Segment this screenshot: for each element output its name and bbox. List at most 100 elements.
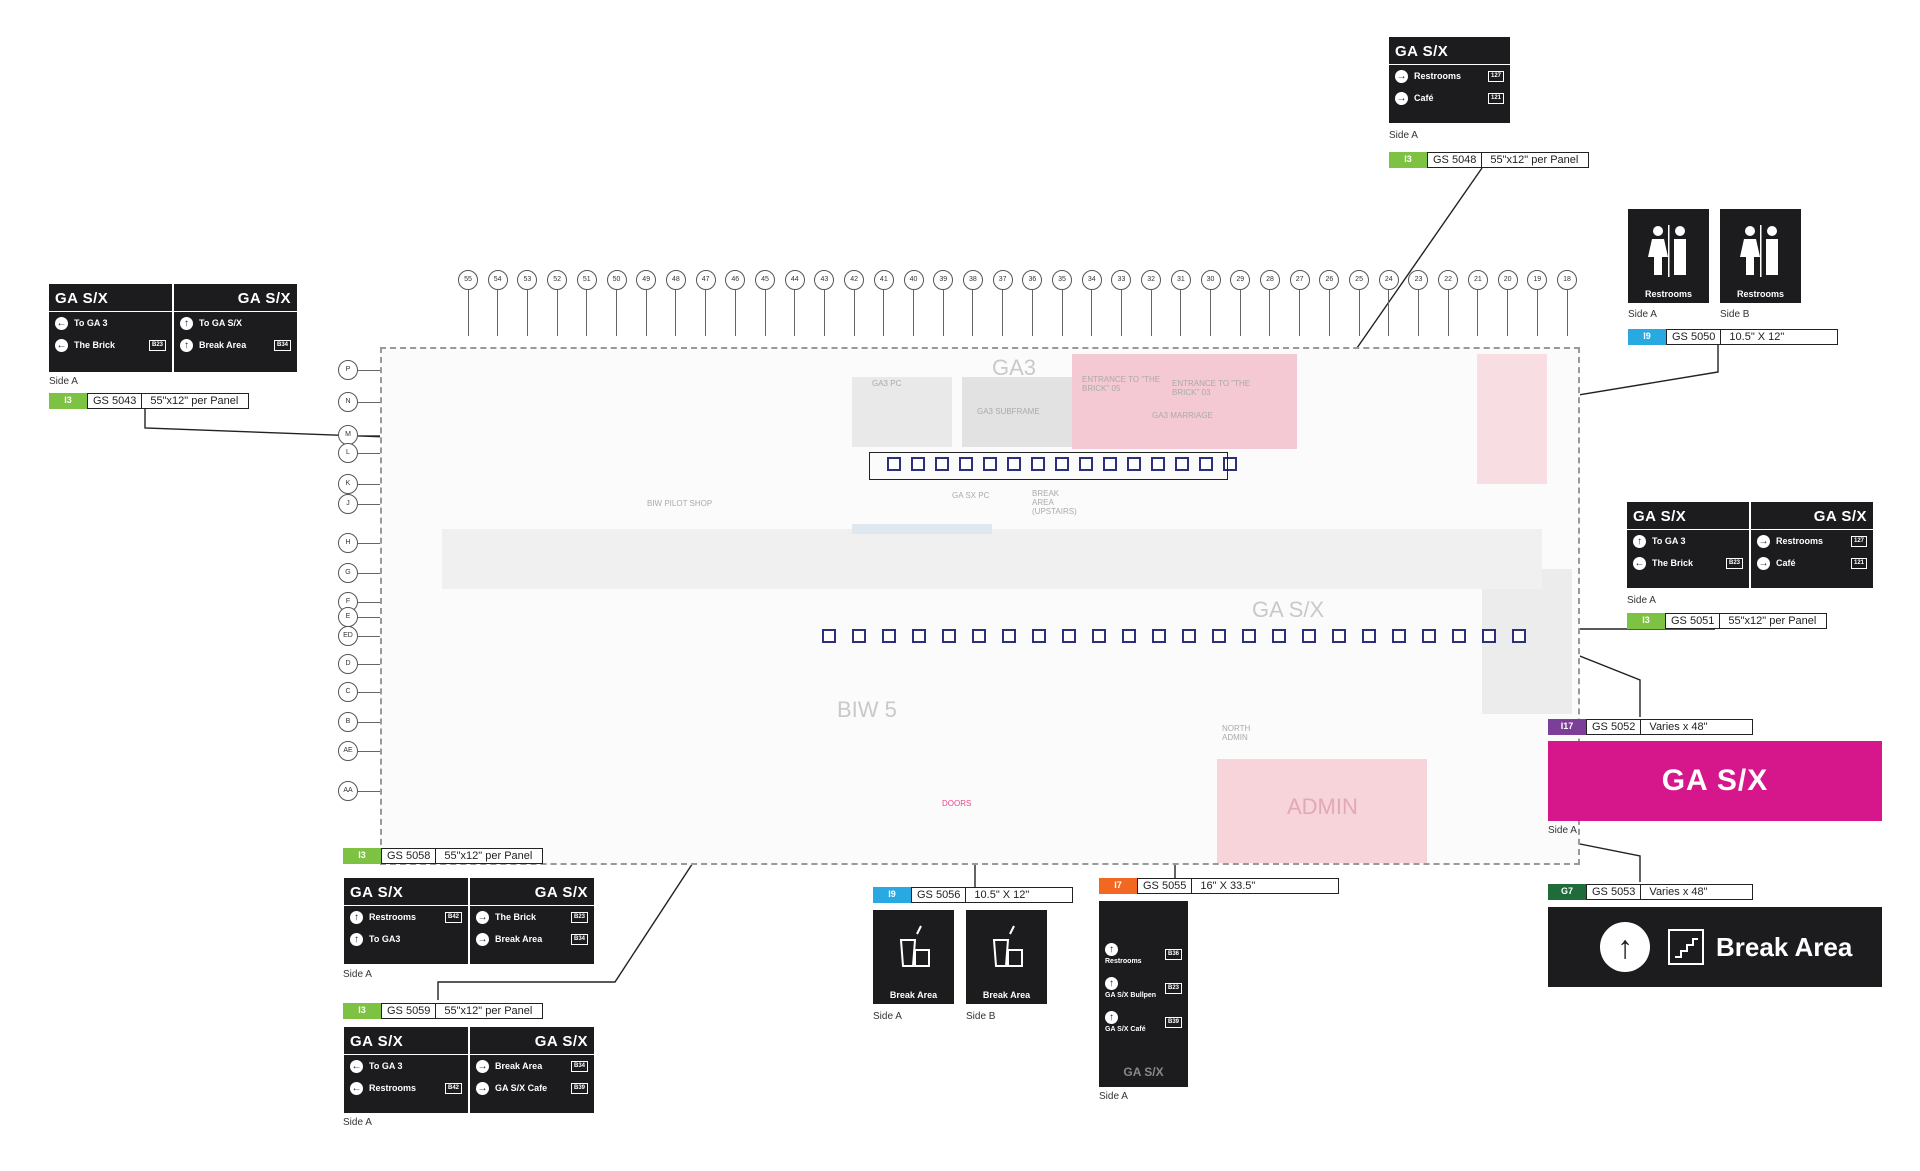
column-marker-stem [1120, 290, 1122, 336]
sign-location-marker[interactable] [1092, 629, 1106, 643]
sign-gs5056-side-b[interactable]: Break Area [966, 910, 1047, 1004]
sign-location-marker[interactable] [1032, 629, 1046, 643]
tag-gs5058[interactable]: I3 GS 5058 55"x12" per Panel [343, 848, 544, 864]
sign-size: Varies x 48" [1641, 884, 1754, 900]
sign-id: GS 5055 [1137, 878, 1193, 894]
tag-gs5056[interactable]: I9 GS 5056 10.5" X 12" [873, 887, 1074, 903]
sign-label: Restrooms [1736, 289, 1784, 299]
sign-location-marker[interactable] [942, 629, 956, 643]
sign-location-marker[interactable] [1127, 457, 1141, 471]
sign-location-marker[interactable] [852, 629, 866, 643]
type-code: I3 [1389, 152, 1427, 168]
sign-location-marker[interactable] [1103, 457, 1117, 471]
sign-location-marker[interactable] [1007, 457, 1021, 471]
sign-location-marker[interactable] [1302, 629, 1316, 643]
sign-location-marker[interactable] [1055, 457, 1069, 471]
sign-location-marker[interactable] [1242, 629, 1256, 643]
type-code: I9 [873, 887, 911, 903]
sign-location-marker[interactable] [1362, 629, 1376, 643]
column-marker-36: 36 [1022, 270, 1043, 336]
sign-location-marker[interactable] [959, 457, 973, 471]
sign-location-marker[interactable] [1392, 629, 1406, 643]
room-number: 127 [1487, 70, 1504, 82]
sign-location-marker[interactable] [1482, 629, 1496, 643]
tag-gs5050[interactable]: I9 GS 5050 10.5" X 12" [1628, 329, 1839, 345]
row-marker-stem [358, 483, 384, 485]
tag-gs5048[interactable]: I3 GS 5048 55"x12" per Panel [1389, 152, 1590, 168]
sign-location-marker[interactable] [1422, 629, 1436, 643]
sign-location-marker[interactable] [822, 629, 836, 643]
sign-title: GA S/X [1395, 43, 1449, 60]
sign-location-marker[interactable] [1223, 457, 1237, 471]
sign-location-marker[interactable] [1512, 629, 1526, 643]
sign-location-marker[interactable] [911, 457, 925, 471]
sign-location-marker[interactable] [1122, 629, 1136, 643]
sign-location-marker[interactable] [972, 629, 986, 643]
tag-gs5052[interactable]: I17 GS 5052 Varies x 48" [1548, 719, 1754, 735]
sign-gs5050-side-a[interactable]: Restrooms [1628, 209, 1709, 303]
column-marker-42: 42 [844, 270, 865, 336]
column-marker-23: 23 [1408, 270, 1429, 336]
column-marker-41: 41 [873, 270, 894, 336]
column-marker-label: 19 [1527, 270, 1548, 290]
sign-location-marker[interactable] [1151, 457, 1165, 471]
sign-gs5053[interactable]: ↑ Break Area [1548, 907, 1882, 987]
tag-gs5053[interactable]: G7 GS 5053 Varies x 48" [1548, 884, 1754, 900]
column-marker-stem [1180, 290, 1182, 336]
sign-location-marker[interactable] [1212, 629, 1226, 643]
sign-location-marker[interactable] [882, 629, 896, 643]
column-marker-55: 55 [458, 270, 478, 336]
sign-row-label: The Brick [74, 340, 116, 350]
column-marker-19: 19 [1527, 270, 1548, 336]
tag-gs5059[interactable]: I3 GS 5059 55"x12" per Panel [343, 1003, 544, 1019]
sign-location-marker[interactable] [1452, 629, 1466, 643]
sign-location-marker[interactable] [1272, 629, 1286, 643]
row-marker-stem [358, 401, 384, 403]
column-marker-39: 39 [933, 270, 954, 336]
sign-location-marker[interactable] [1062, 629, 1076, 643]
side-label: Side B [966, 1011, 996, 1022]
plan-label-doors: DOORS [942, 799, 972, 808]
zone-corridor [442, 529, 1542, 589]
plan-label-ga-sx-pc: GA SX PC [952, 491, 990, 500]
column-marker-24: 24 [1378, 270, 1399, 336]
column-marker-label: 23 [1408, 270, 1429, 290]
column-marker-label: 50 [606, 270, 627, 290]
sign-location-marker[interactable] [1031, 457, 1045, 471]
row-marker-J: J [338, 494, 384, 514]
column-marker-label: 26 [1319, 270, 1340, 290]
sign-location-marker[interactable] [1002, 629, 1016, 643]
column-marker-stem [1388, 290, 1390, 336]
sign-location-marker[interactable] [983, 457, 997, 471]
room-number: B23 [148, 339, 166, 351]
sign-location-marker[interactable] [1175, 457, 1189, 471]
sign-location-marker[interactable] [1199, 457, 1213, 471]
sign-location-marker[interactable] [1079, 457, 1093, 471]
sign-gs5056-side-a[interactable]: Break Area [873, 910, 954, 1004]
sign-location-marker[interactable] [1182, 629, 1196, 643]
sign-location-marker[interactable] [887, 457, 901, 471]
room-number: B34 [570, 1060, 588, 1072]
sign-location-marker[interactable] [1332, 629, 1346, 643]
column-marker-stem [1477, 290, 1479, 336]
sign-gs5052[interactable]: GA S/X [1548, 741, 1882, 821]
tag-gs5055[interactable]: I7 GS 5055 16" X 33.5" [1099, 878, 1340, 894]
arrow-right-icon: → [476, 1081, 489, 1095]
sign-gs5050-side-b[interactable]: Restrooms [1720, 209, 1801, 303]
sign-location-marker[interactable] [1152, 629, 1166, 643]
panel-divider [470, 1054, 594, 1055]
tag-gs5043[interactable]: I3 GS 5043 55"x12" per Panel [49, 393, 250, 409]
sign-title: GA S/X [534, 884, 588, 901]
row-marker-stem [358, 542, 384, 544]
zone-right-pink [1477, 354, 1547, 484]
sign-location-marker[interactable] [935, 457, 949, 471]
tag-gs5051[interactable]: I3 GS 5051 55"x12" per Panel [1627, 613, 1828, 629]
column-marker-stem [467, 290, 469, 336]
sign-location-marker[interactable] [912, 629, 926, 643]
